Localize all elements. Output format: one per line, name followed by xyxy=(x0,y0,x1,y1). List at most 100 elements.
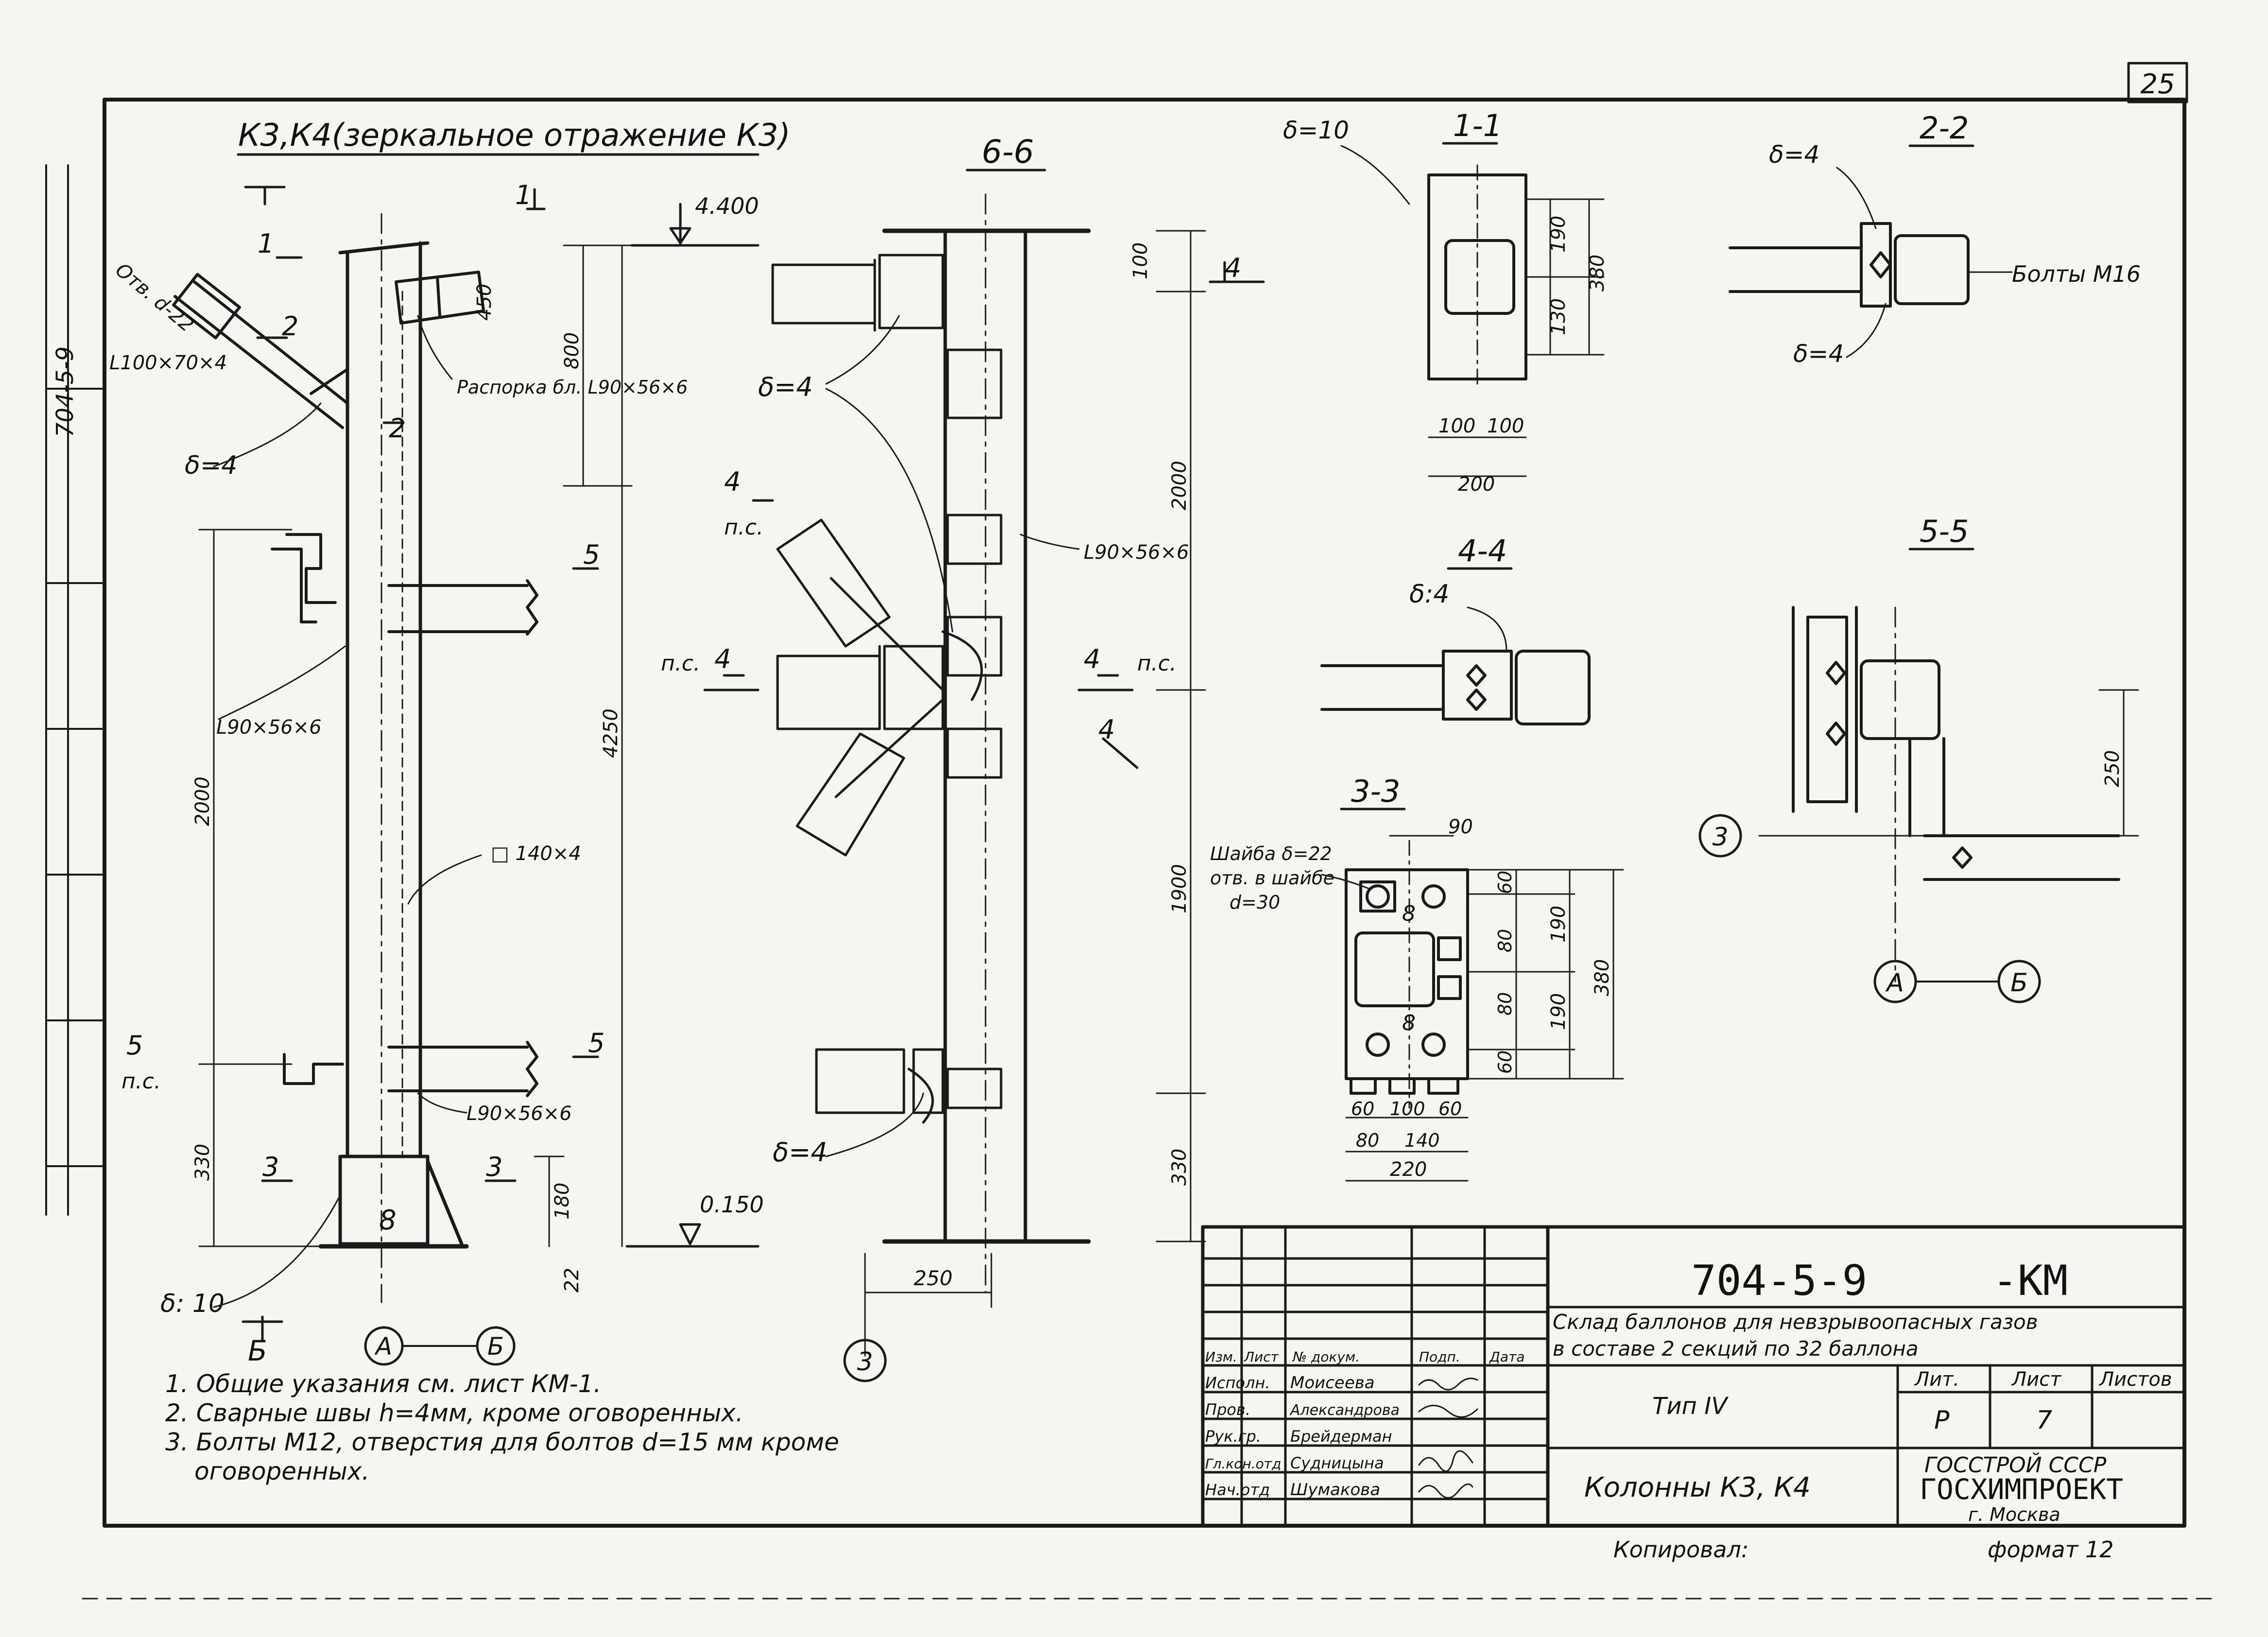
top-strut xyxy=(395,271,485,325)
dim-80a-33: 80 xyxy=(1494,929,1516,952)
role-2: Пров. xyxy=(1205,1400,1250,1419)
sheet-number-box xyxy=(2127,62,2188,103)
main-view-title: К3,К4(зеркальное отражение К3) xyxy=(238,118,790,154)
washer-label-2: отв. в шайбе xyxy=(1210,867,1334,889)
dim-60d-33: 60 xyxy=(1438,1098,1462,1120)
axis-3-bubble-55 xyxy=(1698,814,1742,858)
axis-b-label-55: Б xyxy=(2010,968,2028,998)
axis-a-label: А xyxy=(374,1332,392,1361)
left-margin-grid xyxy=(45,164,105,1216)
col-hdr-list: Лист xyxy=(1244,1349,1279,1365)
plate-mark-33b: 8 xyxy=(1402,1011,1416,1035)
elevation-bottom xyxy=(625,1223,760,1248)
drawing-code: 704-5-9 xyxy=(1691,1257,1867,1305)
bolt-label: Болты М16 xyxy=(2012,261,2141,287)
cut-mark-1a: 1 xyxy=(258,228,274,259)
name-4: Судницына xyxy=(1290,1454,1384,1472)
column-main xyxy=(338,213,430,1303)
dim-100c-33: 100 xyxy=(1390,1098,1425,1120)
cut-mark-4d: 4 xyxy=(724,466,741,497)
axis-3-label-55: 3 xyxy=(1712,823,1728,852)
axis-a-label-55: А xyxy=(1885,968,1904,998)
elevation-bottom-label: 0.150 xyxy=(700,1191,764,1218)
dim-380b-33: 380 xyxy=(1591,959,1613,996)
drawing-suffix: -КМ xyxy=(1992,1257,2068,1305)
lower-purlin xyxy=(283,1041,538,1097)
axis-b-bubble xyxy=(476,1326,516,1366)
dims-66 xyxy=(864,230,1206,1357)
plate-mark-33a: 8 xyxy=(1402,901,1416,926)
dim-1900-66: 1900 xyxy=(1168,864,1191,913)
cut-marks-main xyxy=(242,186,599,1343)
title-block-frame xyxy=(1201,1225,2186,1528)
dim-190-11: 190 xyxy=(1547,216,1570,253)
thickness-label-66a: δ=4 xyxy=(758,372,813,402)
connection-22 xyxy=(1729,222,1970,308)
leader-lines-main xyxy=(213,315,482,1308)
sheets-header: Листов xyxy=(2098,1368,2172,1391)
cut-mark-4e: 4 xyxy=(1098,714,1115,745)
col-hdr-izm: Изм. xyxy=(1205,1349,1237,1365)
dim-90-33: 90 xyxy=(1448,816,1473,838)
cut-mark-5c: 5 xyxy=(126,1030,143,1061)
angle-label-100: L100×70×4 xyxy=(109,352,227,374)
dim-130-11: 130 xyxy=(1547,298,1570,335)
side-code: 704-5-9 xyxy=(52,346,79,437)
dim-2000-left: 2000 xyxy=(191,776,214,826)
axis-b-label: Б xyxy=(487,1332,504,1361)
section-33-title: 3-3 xyxy=(1351,774,1400,809)
main-dimensions xyxy=(198,244,633,1247)
cut-mark-1b: 1 xyxy=(515,180,532,210)
leaders-22 xyxy=(1836,167,2013,358)
cut-mark-5a: 5 xyxy=(583,539,600,570)
cut-mark-4c: 4 xyxy=(1084,644,1100,674)
dim-140-33: 140 xyxy=(1404,1130,1440,1151)
name-3: Брейдерман xyxy=(1290,1427,1392,1446)
axis-3-bubble-66 xyxy=(843,1339,887,1382)
thickness-label-44: δ:4 xyxy=(1409,580,1449,609)
elevation-top xyxy=(630,203,760,247)
dim-2000-66: 2000 xyxy=(1168,461,1191,510)
cut-mark-2b: 2 xyxy=(389,413,405,444)
dim-250-55: 250 xyxy=(2101,750,2124,787)
tube-label: □ 140×4 xyxy=(491,843,581,865)
pc-mark-3: п.с. xyxy=(1137,651,1177,676)
project-desc-1: Склад баллонов для невзрывоопасных газов xyxy=(1553,1310,2038,1334)
axis-a-bubble-55 xyxy=(1873,960,1917,1003)
axis-3-label-66: 3 xyxy=(857,1347,873,1377)
section-66-title: 6-6 xyxy=(982,133,1034,171)
role-3: Рук.гр. xyxy=(1205,1427,1261,1446)
cut-mark-b: Б xyxy=(248,1334,267,1367)
name-2: Александрова xyxy=(1289,1402,1400,1419)
name-5: Шумакова xyxy=(1290,1480,1380,1499)
struts-66 xyxy=(771,254,1003,1124)
dim-60a-33: 60 xyxy=(1494,871,1516,894)
dim-60c-33: 60 xyxy=(1351,1098,1374,1120)
signatures xyxy=(1418,1378,1478,1499)
thickness-label-22b: δ=4 xyxy=(1793,340,1844,368)
dim-22: 22 xyxy=(561,1268,583,1292)
item-name: Колонны К3, К4 xyxy=(1584,1472,1811,1503)
copied-by: Копировал: xyxy=(1613,1536,1749,1563)
org-line-3: г. Москва xyxy=(1968,1504,2060,1525)
note-4: оговоренных. xyxy=(194,1457,369,1485)
note-1: 1. Общие указания см. лист КМ-1. xyxy=(165,1370,601,1398)
base-plate-33 xyxy=(1345,840,1469,1109)
washer-label-3: d=30 xyxy=(1229,892,1280,913)
dims-55 xyxy=(1758,689,2139,837)
role-4: Гл.кон.отд xyxy=(1205,1456,1281,1472)
cut-mark-4a: 4 xyxy=(1225,253,1241,283)
thickness-label-66b: δ=4 xyxy=(773,1137,828,1168)
pc-mark-4: п.с. xyxy=(724,515,763,540)
cut-mark-3a: 3 xyxy=(262,1152,279,1182)
note-2: 2. Сварные швы h=4мм, кроме оговоренных. xyxy=(165,1399,744,1427)
role-5: Нач.отд xyxy=(1205,1481,1270,1499)
project-desc-2: в составе 2 секций по 32 баллона xyxy=(1553,1337,1919,1361)
thickness-label-a: δ=4 xyxy=(185,451,237,480)
section-11-title: 1-1 xyxy=(1453,108,1502,143)
sheet-number: 25 xyxy=(2140,69,2175,100)
lit-value: Р xyxy=(1934,1406,1950,1435)
sheet-frame xyxy=(103,98,2186,1528)
